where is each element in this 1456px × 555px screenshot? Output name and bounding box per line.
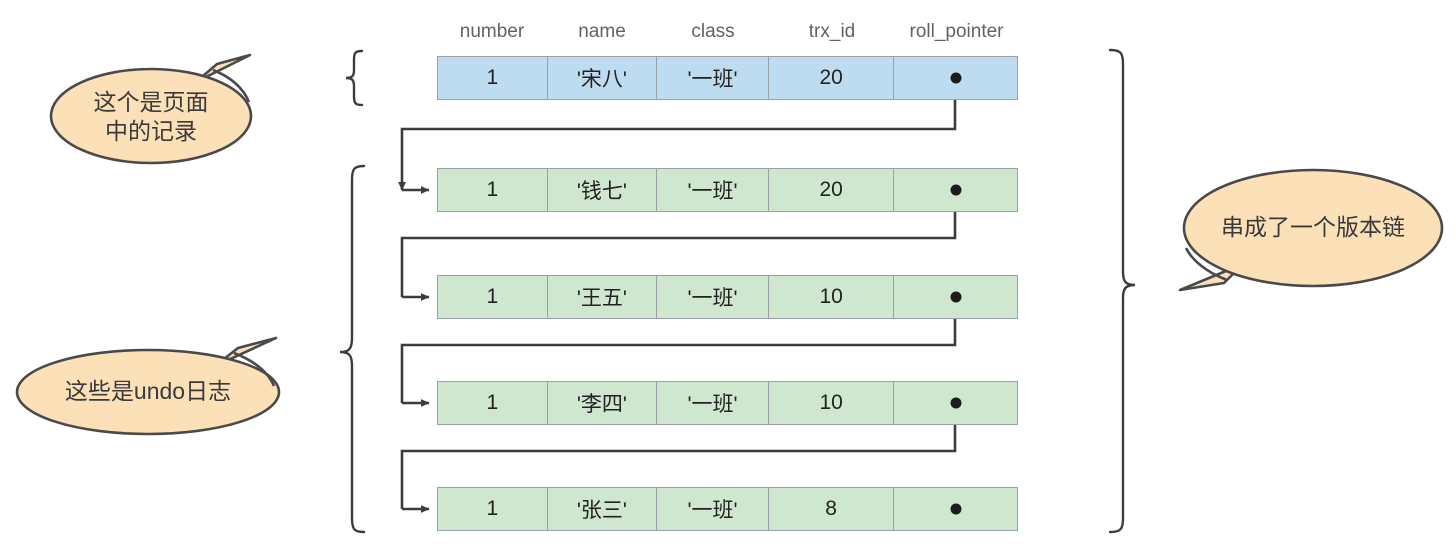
cell-class: '一班' bbox=[657, 488, 769, 530]
pointer-link-2-to-3 bbox=[400, 190, 957, 297]
cell-name: '李四' bbox=[548, 382, 658, 424]
table-row[interactable]: 1 '张三' '一班' 8 bbox=[437, 487, 1018, 531]
table-row[interactable]: 1 '李四' '一班' 10 bbox=[437, 381, 1018, 425]
pointer-dot-icon bbox=[950, 291, 962, 303]
column-header-number: number bbox=[459, 21, 525, 42]
column-header-roll-pointer: roll_pointer bbox=[909, 21, 1004, 42]
pointer-dot-icon bbox=[950, 184, 962, 196]
cell-name: '张三' bbox=[548, 488, 658, 530]
table-row[interactable]: 1 '钱七' '一班' 20 bbox=[437, 168, 1018, 212]
cell-number: 1 bbox=[438, 169, 548, 211]
pointer-link-3-to-4 bbox=[400, 297, 957, 403]
brace-version-chain bbox=[1108, 48, 1136, 534]
pointer-link-1-to-2 bbox=[398, 78, 957, 191]
cell-name: '王五' bbox=[548, 276, 658, 318]
cell-roll-pointer bbox=[894, 57, 1017, 99]
callout-page-record[interactable] bbox=[49, 53, 253, 165]
cell-class: '一班' bbox=[657, 276, 769, 318]
column-header-trx-id: trx_id bbox=[808, 21, 856, 42]
pointer-link-4-to-5 bbox=[400, 403, 957, 509]
pointer-dot-icon bbox=[950, 397, 962, 409]
cell-trx-id: 8 bbox=[769, 488, 895, 530]
cell-number: 1 bbox=[438, 57, 548, 99]
cell-trx-id: 10 bbox=[769, 276, 895, 318]
cell-trx-id: 20 bbox=[769, 57, 895, 99]
brace-undo-logs bbox=[339, 164, 366, 534]
cell-class: '一班' bbox=[657, 57, 769, 99]
column-header-name: name bbox=[578, 21, 626, 42]
cell-name: '宋八' bbox=[548, 57, 658, 99]
cell-name: '钱七' bbox=[548, 169, 658, 211]
cell-number: 1 bbox=[438, 488, 548, 530]
callout-version-chain[interactable] bbox=[1178, 168, 1444, 292]
brace-page-record bbox=[345, 49, 364, 107]
cell-number: 1 bbox=[438, 382, 548, 424]
callout-undo-logs[interactable] bbox=[15, 336, 281, 436]
table-row[interactable]: 1 '宋八' '一班' 20 bbox=[437, 56, 1018, 100]
cell-roll-pointer bbox=[894, 276, 1017, 318]
cell-class: '一班' bbox=[657, 382, 769, 424]
cell-class: '一班' bbox=[657, 169, 769, 211]
cell-roll-pointer bbox=[894, 488, 1017, 530]
cell-number: 1 bbox=[438, 276, 548, 318]
cell-trx-id: 10 bbox=[769, 382, 895, 424]
cell-roll-pointer bbox=[894, 382, 1017, 424]
cell-trx-id: 20 bbox=[769, 169, 895, 211]
table-row[interactable]: 1 '王五' '一班' 10 bbox=[437, 275, 1018, 319]
column-header-class: class bbox=[691, 21, 735, 42]
cell-roll-pointer bbox=[894, 169, 1017, 211]
pointer-dot-icon bbox=[950, 72, 962, 84]
pointer-dot-icon bbox=[950, 503, 962, 515]
